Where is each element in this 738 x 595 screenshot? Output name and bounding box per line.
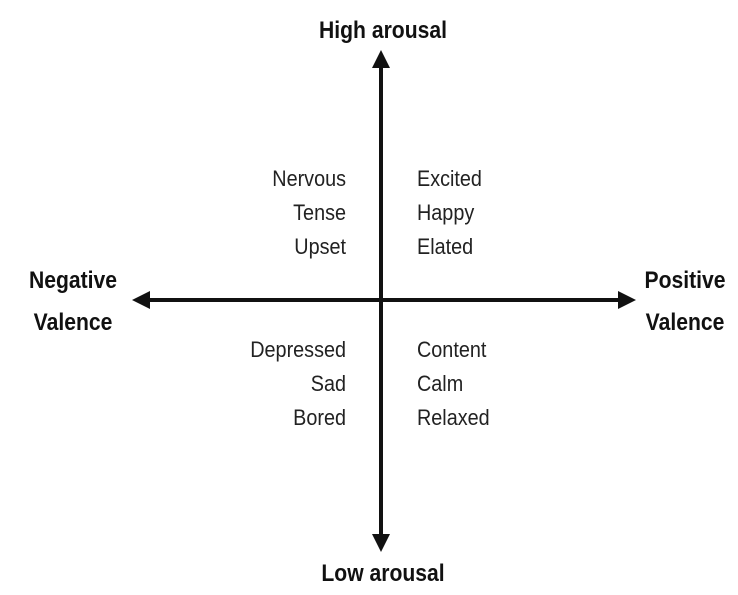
arrowhead-down — [372, 534, 390, 552]
quadrant-high-arousal-positive: Excited Happy Elated — [417, 162, 552, 264]
negative-valence-line-1: Negative — [28, 267, 118, 294]
quadrant-high-arousal-negative: Nervous Tense Upset — [211, 162, 346, 264]
negative-valence-line-2: Valence — [33, 309, 113, 336]
high-arousal-label: High arousal — [319, 17, 447, 44]
negative-valence-label: Negative Valence — [16, 260, 130, 344]
emotion-word: Nervous — [272, 166, 346, 191]
emotion-word: Depressed — [250, 337, 346, 362]
positive-valence-label: Positive Valence — [628, 260, 738, 344]
emotion-word: Sad — [310, 371, 346, 396]
emotion-word: Bored — [293, 405, 346, 430]
positive-valence-line-2: Valence — [645, 309, 725, 336]
positive-valence-line-1: Positive — [644, 267, 726, 294]
emotion-word: Upset — [294, 234, 346, 259]
emotion-word: Calm — [417, 371, 464, 396]
arrowhead-up — [372, 50, 390, 68]
emotion-word: Excited — [417, 166, 482, 191]
emotion-word: Happy — [417, 200, 475, 225]
arrowhead-left — [132, 291, 150, 309]
quadrant-low-arousal-negative: Depressed Sad Bored — [211, 333, 346, 435]
emotion-word: Elated — [417, 234, 474, 259]
arrowhead-right — [618, 291, 636, 309]
low-arousal-label: Low arousal — [321, 560, 445, 587]
emotion-word: Relaxed — [417, 405, 490, 430]
quadrant-low-arousal-positive: Content Calm Relaxed — [417, 333, 552, 435]
emotion-word: Tense — [293, 200, 346, 225]
emotion-word: Content — [417, 337, 487, 362]
